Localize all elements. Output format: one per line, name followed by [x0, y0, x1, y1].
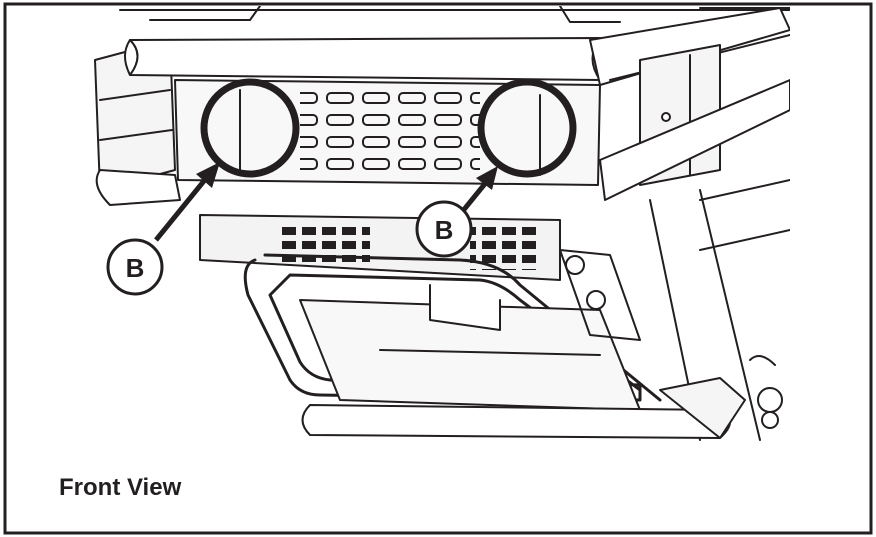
callout-b-left: B — [106, 238, 164, 296]
callout-b-left-label: B — [126, 253, 145, 283]
circle-highlight-icon — [200, 78, 300, 178]
callout-b-right-label: B — [435, 215, 454, 245]
circle-highlight-icon — [477, 78, 577, 178]
top-tube — [124, 37, 609, 81]
arrow-icon — [460, 166, 498, 214]
foot-bar — [301, 404, 731, 439]
arrow-icon — [154, 162, 220, 242]
figure-caption: Front View — [59, 474, 182, 501]
lower-handle-tube — [243, 258, 642, 402]
callout-b-right: B — [415, 200, 473, 258]
